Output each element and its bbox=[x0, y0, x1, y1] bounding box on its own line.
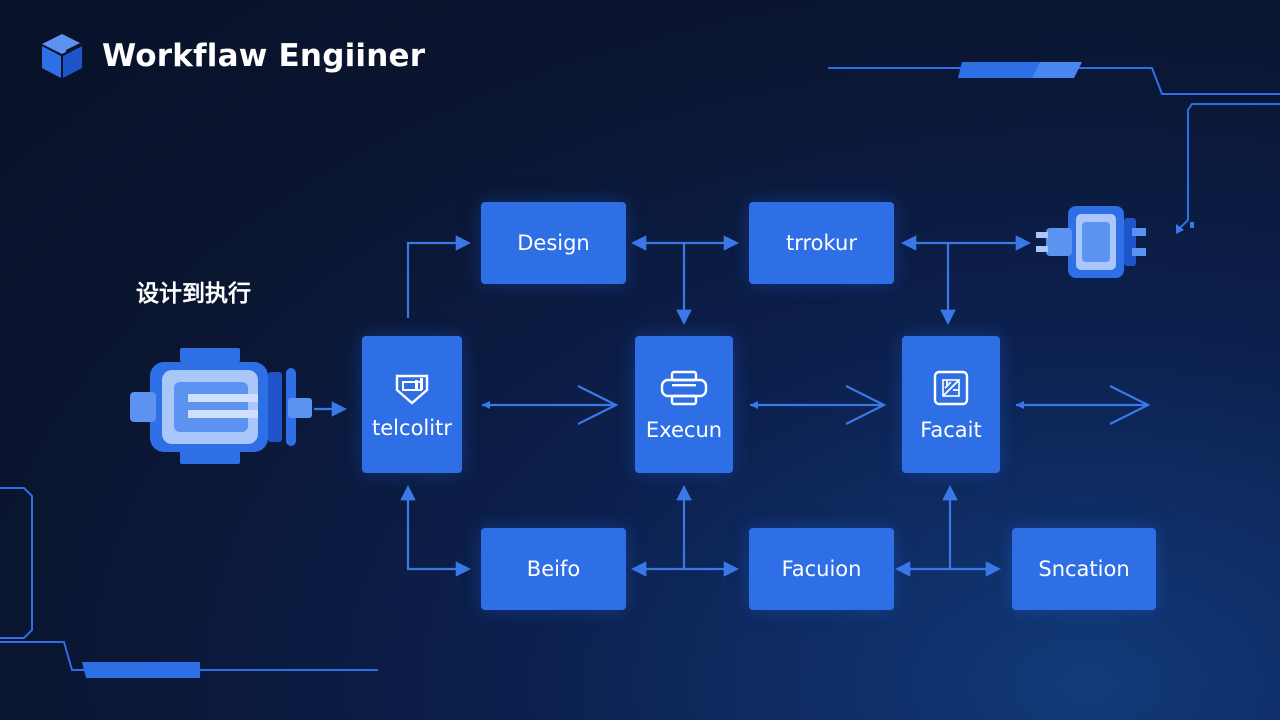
node-design[interactable]: Design bbox=[481, 202, 626, 284]
shield-chart-icon bbox=[395, 374, 429, 405]
brand-header: Workflaw Engiiner bbox=[36, 30, 425, 82]
node-label: trrokur bbox=[786, 231, 857, 255]
node-label: Execun bbox=[645, 417, 723, 442]
engine-machine-icon bbox=[130, 348, 312, 464]
node-trrokur[interactable]: trrokur bbox=[749, 202, 894, 284]
connector-machine-icon bbox=[1036, 206, 1146, 278]
node-facuion[interactable]: Facuion bbox=[749, 528, 894, 610]
node-label: Facait bbox=[920, 417, 982, 442]
node-label: Sncation bbox=[1038, 557, 1130, 581]
node-beifo[interactable]: Beifo bbox=[481, 528, 626, 610]
node-label: Design bbox=[517, 231, 590, 255]
node-sncation[interactable]: Sncation bbox=[1012, 528, 1156, 610]
node-telcolitr[interactable]: telcolitr bbox=[362, 336, 462, 473]
node-label: Beifo bbox=[526, 557, 581, 581]
chip-icon bbox=[933, 370, 969, 405]
node-label: telcolitr bbox=[372, 415, 452, 440]
cube-logo-icon bbox=[42, 34, 82, 78]
app-title: Workflaw Engiiner bbox=[102, 38, 426, 74]
node-label: Facuion bbox=[781, 557, 862, 581]
node-execun[interactable]: Execun bbox=[635, 336, 733, 473]
printer-icon bbox=[660, 370, 708, 405]
page-subtitle: 设计到执行 bbox=[136, 281, 251, 307]
node-facait[interactable]: Facait bbox=[902, 336, 1000, 473]
